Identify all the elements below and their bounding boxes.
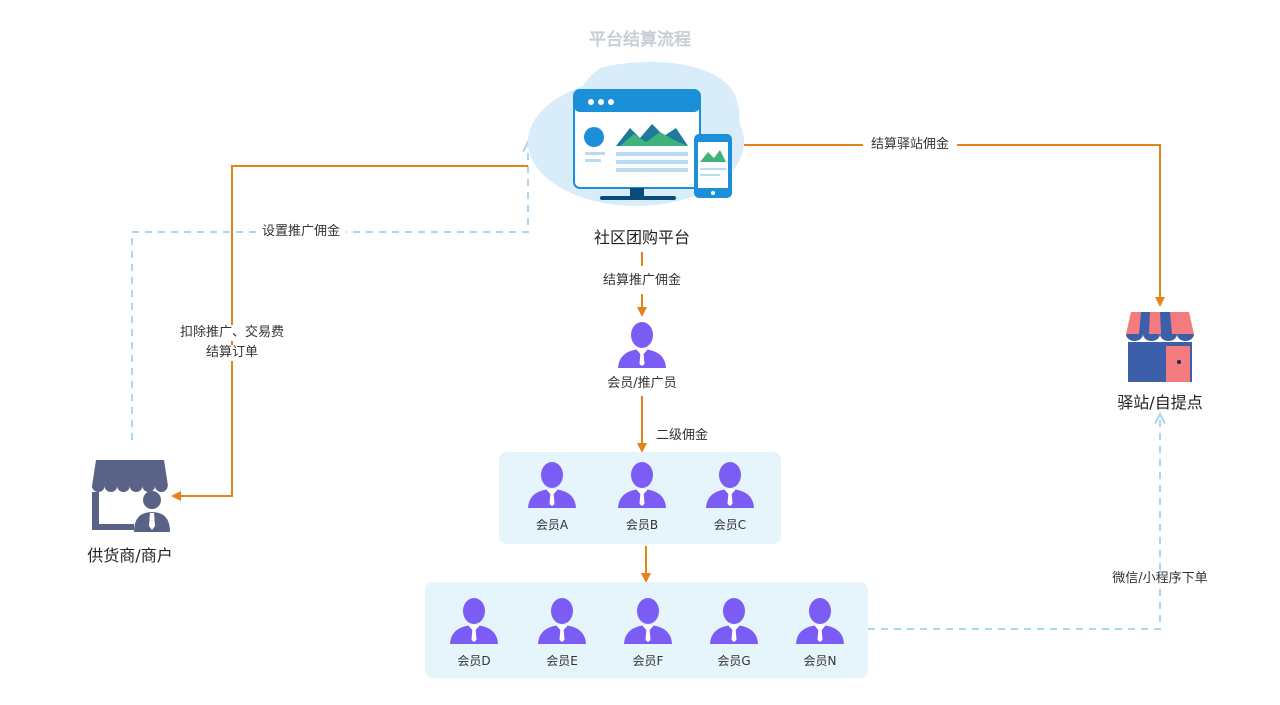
member-label: 会员G [717, 654, 751, 668]
person-icon [618, 322, 666, 368]
computer-dashboard-icon [528, 61, 744, 206]
edge-label-deduct-line1: 扣除推广、交易费 [175, 325, 289, 341]
edge-label-second-level: 二级佣金 [655, 428, 709, 443]
member-label: 会员E [546, 654, 578, 668]
person-icon [538, 598, 586, 644]
person-icon [528, 462, 576, 508]
storefront-icon [1126, 312, 1194, 382]
edge-label-wechat-order: 微信/小程序下单 [1108, 571, 1212, 587]
person-icon [796, 598, 844, 644]
member-label: 会员N [803, 654, 837, 668]
edge-set-commission [131, 146, 528, 440]
platform-label: 社区团购平台 [593, 228, 691, 247]
merchant-shop-icon [92, 460, 170, 532]
person-icon [624, 598, 672, 644]
edge-wechat-order [868, 418, 1160, 630]
person-icon [706, 462, 754, 508]
person-icon [618, 462, 666, 508]
station-label: 驿站/自提点 [1117, 393, 1203, 412]
edge-label-settle-station: 结算驿站佣金 [862, 137, 958, 153]
diagram-title: 平台结算流程 [589, 30, 691, 50]
supplier-label: 供货商/商户 [87, 546, 173, 565]
promoter-label: 会员/推广员 [607, 376, 677, 391]
member-label: 会员D [457, 654, 491, 668]
edge-label-settle-promo: 结算推广佣金 [602, 273, 682, 288]
member-label: 会员A [535, 518, 569, 532]
person-icon [710, 598, 758, 644]
member-label: 会员B [625, 518, 659, 532]
edge-label-set-commission: 设置推广佣金 [255, 224, 347, 240]
member-label: 会员C [713, 518, 747, 532]
edge-settle-station [744, 144, 1165, 307]
person-icon [450, 598, 498, 644]
edge-label-deduct-line2: 结算订单 [201, 345, 263, 361]
member-label: 会员F [632, 654, 664, 668]
